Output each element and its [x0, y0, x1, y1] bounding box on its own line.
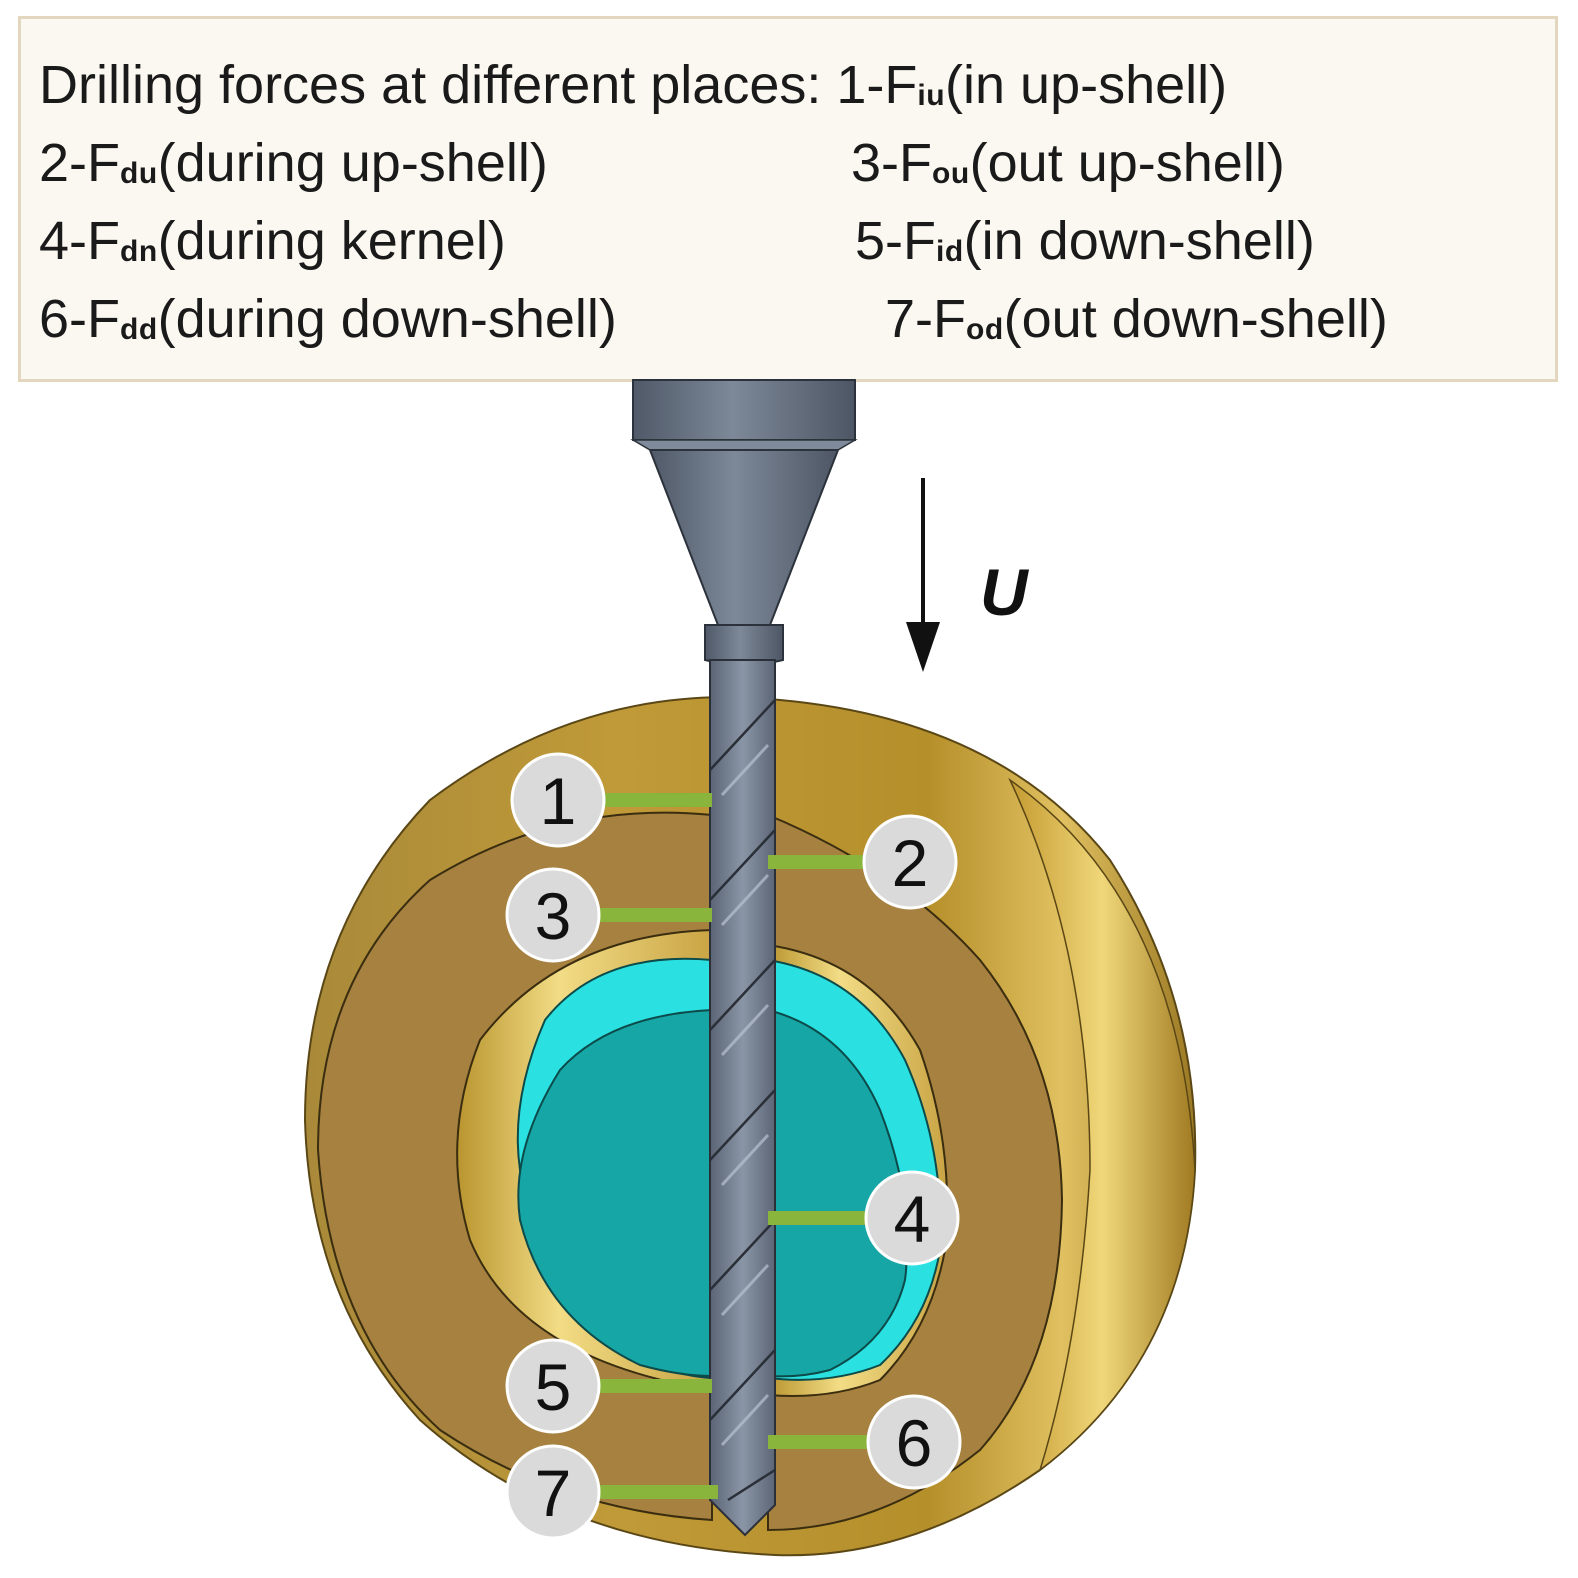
svg-text:6: 6: [896, 1406, 933, 1480]
svg-text:5: 5: [535, 1350, 572, 1424]
legend-item-3: 3-Fou(out up-shell): [851, 133, 1285, 193]
feed-direction-label: U: [980, 555, 1030, 629]
legend-box: Drilling forces at different places: 1-F…: [18, 16, 1558, 382]
marker-4: 4: [768, 1170, 960, 1266]
legend-item-7: 7-Fod(out down-shell): [885, 289, 1388, 349]
legend-item-6: 6-Fdd(during down-shell): [39, 289, 617, 349]
marker-2: 2: [768, 814, 958, 910]
legend-item-4: 4-Fdn(during kernel): [39, 211, 506, 271]
tool-holder: [630, 379, 858, 666]
svg-text:7: 7: [535, 1456, 572, 1530]
svg-text:1: 1: [540, 764, 577, 838]
marker-1: 1: [510, 752, 712, 848]
legend-item-2: 2-Fdu(during up-shell): [39, 133, 548, 193]
drill-bit: [709, 659, 776, 1537]
marker-7: 7: [505, 1444, 718, 1540]
svg-text:3: 3: [535, 879, 572, 953]
legend-title: Drilling forces at different places: 1-F…: [39, 55, 1228, 115]
svg-text:2: 2: [892, 826, 929, 900]
marker-6: 6: [768, 1394, 962, 1490]
feed-arrow: [906, 478, 940, 672]
legend-row-2: 2-Fdu(during up-shell) 3-Fou(out up-shel…: [39, 127, 1555, 205]
legend-row-3: 4-Fdn(during kernel) 5-Fid(in down-shell…: [39, 205, 1555, 283]
svg-text:4: 4: [894, 1182, 931, 1256]
marker-5: 5: [505, 1338, 712, 1434]
marker-3: 3: [505, 867, 712, 963]
legend-item-5: 5-Fid(in down-shell): [855, 211, 1315, 271]
kernel: [516, 957, 942, 1381]
legend-row-4: 6-Fdd(during down-shell) 7-Fod(out down-…: [39, 283, 1555, 361]
legend-title-row: Drilling forces at different places: 1-F…: [39, 49, 1555, 127]
